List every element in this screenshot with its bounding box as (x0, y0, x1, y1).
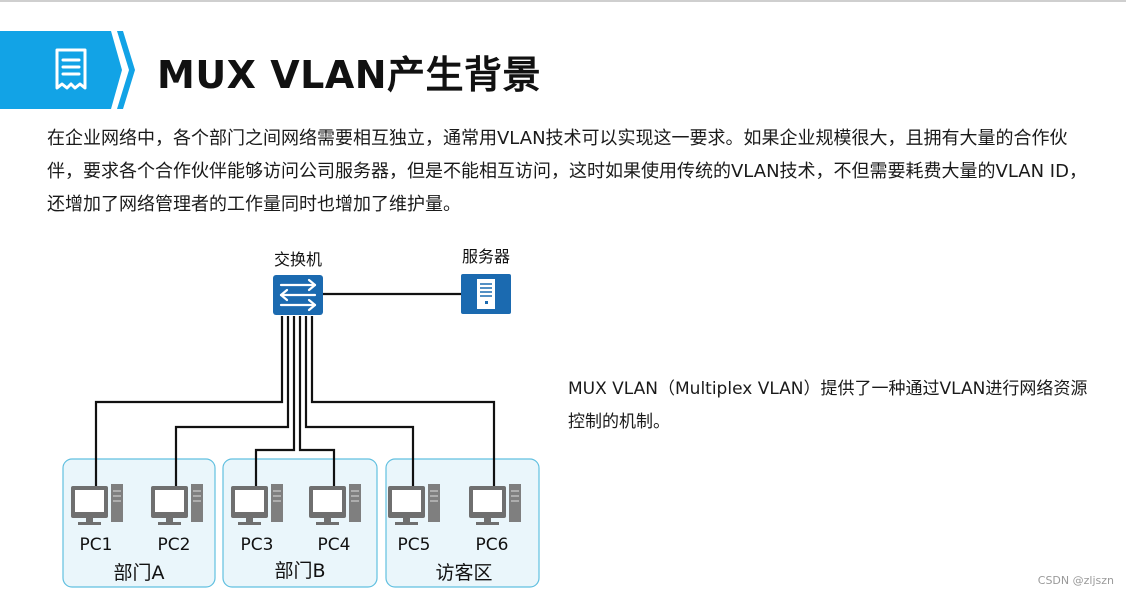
link-pc2 (174, 316, 290, 486)
link-pc6 (310, 316, 496, 486)
switch-label: 交换机 (274, 250, 322, 269)
link-pc1 (94, 316, 284, 486)
pc6-label: PC6 (476, 535, 509, 555)
network-diagram: 交换机 服务器 PC1 PC2 PC3 PC4 PC5 PC6 (0, 230, 560, 596)
switch-icon (273, 275, 323, 315)
intro-paragraph: 在企业网络中，各个部门之间网络需要相互独立，通常用VLAN技术可以实现这一要求。… (47, 128, 1087, 215)
top-divider (0, 0, 1126, 2)
pc4-label: PC4 (318, 535, 351, 555)
link-pc5 (304, 316, 415, 486)
pc1-label: PC1 (80, 535, 113, 555)
mux-vlan-note: MUX VLAN（Multiplex VLAN）提供了一种通过VLAN进行网络资… (568, 379, 1088, 432)
server-label: 服务器 (462, 247, 510, 266)
link-pc3 (254, 316, 296, 486)
group-label-dept-b: 部门B (274, 560, 325, 582)
watermark: CSDN @zljszn (1037, 574, 1114, 587)
pc5-label: PC5 (398, 535, 431, 555)
switch-pc-links (94, 292, 496, 486)
server-icon (461, 274, 511, 314)
group-label-guest: 访客区 (435, 562, 492, 584)
pc2-label: PC2 (158, 535, 191, 555)
group-label-dept-a: 部门A (114, 562, 165, 584)
link-pc4 (298, 316, 336, 486)
document-receipt-icon (55, 48, 87, 90)
page-title: MUX VLAN产生背景 (157, 53, 542, 97)
title-banner (0, 31, 135, 109)
pc3-label: PC3 (241, 535, 274, 555)
